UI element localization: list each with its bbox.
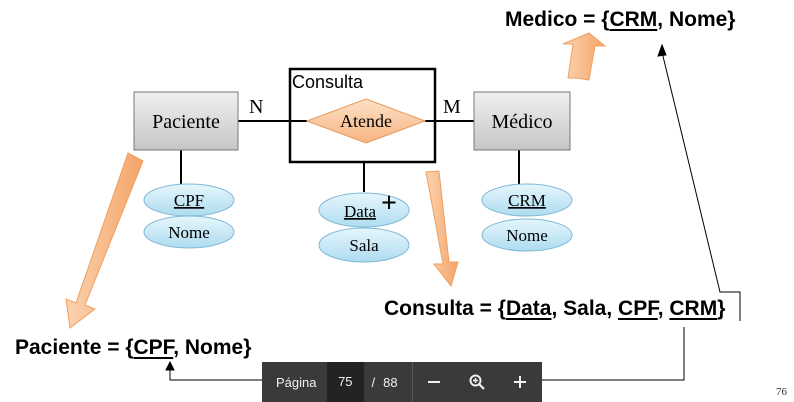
aggregation-label: Consulta [292,72,364,92]
current-page-input[interactable]: 75 [327,362,364,402]
plus-icon [514,376,527,388]
attribute-data-label: Data [344,202,377,221]
zoom-in-button[interactable] [499,362,542,402]
schema-consulta-key-data: Data [505,297,552,320]
zoom-fit-button[interactable] [456,362,499,402]
fk-arrowhead-crm [657,43,667,57]
attribute-cpf-label: CPF [174,191,204,210]
arrow-medico-to-schema [562,32,607,81]
slide-number: 76 [776,386,787,398]
schema-consulta-key-crm: CRM [669,297,718,320]
schema-paciente-eq: = { [101,336,134,359]
attribute-cpf: CPF [143,183,235,217]
schema-paciente-rest: , Nome} [173,336,252,359]
schema-paciente-name: Paciente [15,336,102,359]
schema-consulta-eq: = { [473,297,506,320]
schema-medico-key-crm: CRM [609,8,658,31]
aggregation-box-consulta [288,67,437,164]
zoom-out-button[interactable] [413,362,456,402]
schema-consulta: Consulta = {Data, Sala, CPF, CRM} [384,297,725,321]
entity-paciente: Paciente [133,91,239,151]
cardinality-n: N [249,96,263,118]
schema-medico-rest: Nome} [668,8,736,31]
pdf-page-toolbar: Página 75 / 88 [262,362,542,402]
relationship-label: Atende [340,111,392,131]
attribute-data: Data + [318,188,410,228]
schema-consulta-sep2: , [657,297,670,320]
schema-consulta-name: Consulta [384,297,474,320]
schema-medico: Medico = {CRM, Nome} [505,8,735,32]
cardinality-m: M [443,96,461,118]
arrow-paciente-to-schema [65,152,144,329]
toolbar-divider [411,362,413,402]
schema-medico-eq: = { [577,8,610,31]
er-lines [180,120,520,192]
arrow-consulta-to-schema [425,170,459,288]
attribute-medico-nome-label: Nome [506,226,548,245]
minus-icon [428,381,441,383]
fk-arrowhead-cpf [165,360,175,371]
schema-medico-name: Medico [505,8,578,31]
attribute-sala: Sala [318,227,410,263]
total-pages: 88 [383,374,398,390]
magnifier-icon [469,374,486,390]
attribute-paciente-nome: Nome [143,215,235,249]
attribute-crm: CRM [481,183,573,217]
schema-consulta-close: } [717,297,726,320]
attribute-sala-label: Sala [349,236,379,255]
schema-paciente-key-cpf: CPF [133,336,174,359]
relationship-atende: Atende [305,98,427,144]
schema-paciente: Paciente = {CPF, Nome} [15,336,251,360]
entity-paciente-label: Paciente [152,111,220,133]
page-label: Página [276,374,317,390]
schema-consulta-key-cpf: CPF [618,297,658,320]
attribute-crm-label: CRM [508,191,546,210]
attribute-paciente-nome-label: Nome [168,223,210,242]
attribute-medico-nome: Nome [481,218,573,252]
schema-medico-sep: , [657,8,669,31]
schema-consulta-sep1: , Sala, [551,297,619,320]
page-separator: / [371,374,376,390]
entity-medico: Médico [473,91,571,151]
fk-line-crm [661,51,741,321]
multivalued-plus-mark: + [381,188,397,219]
entity-medico-label: Médico [491,111,552,133]
